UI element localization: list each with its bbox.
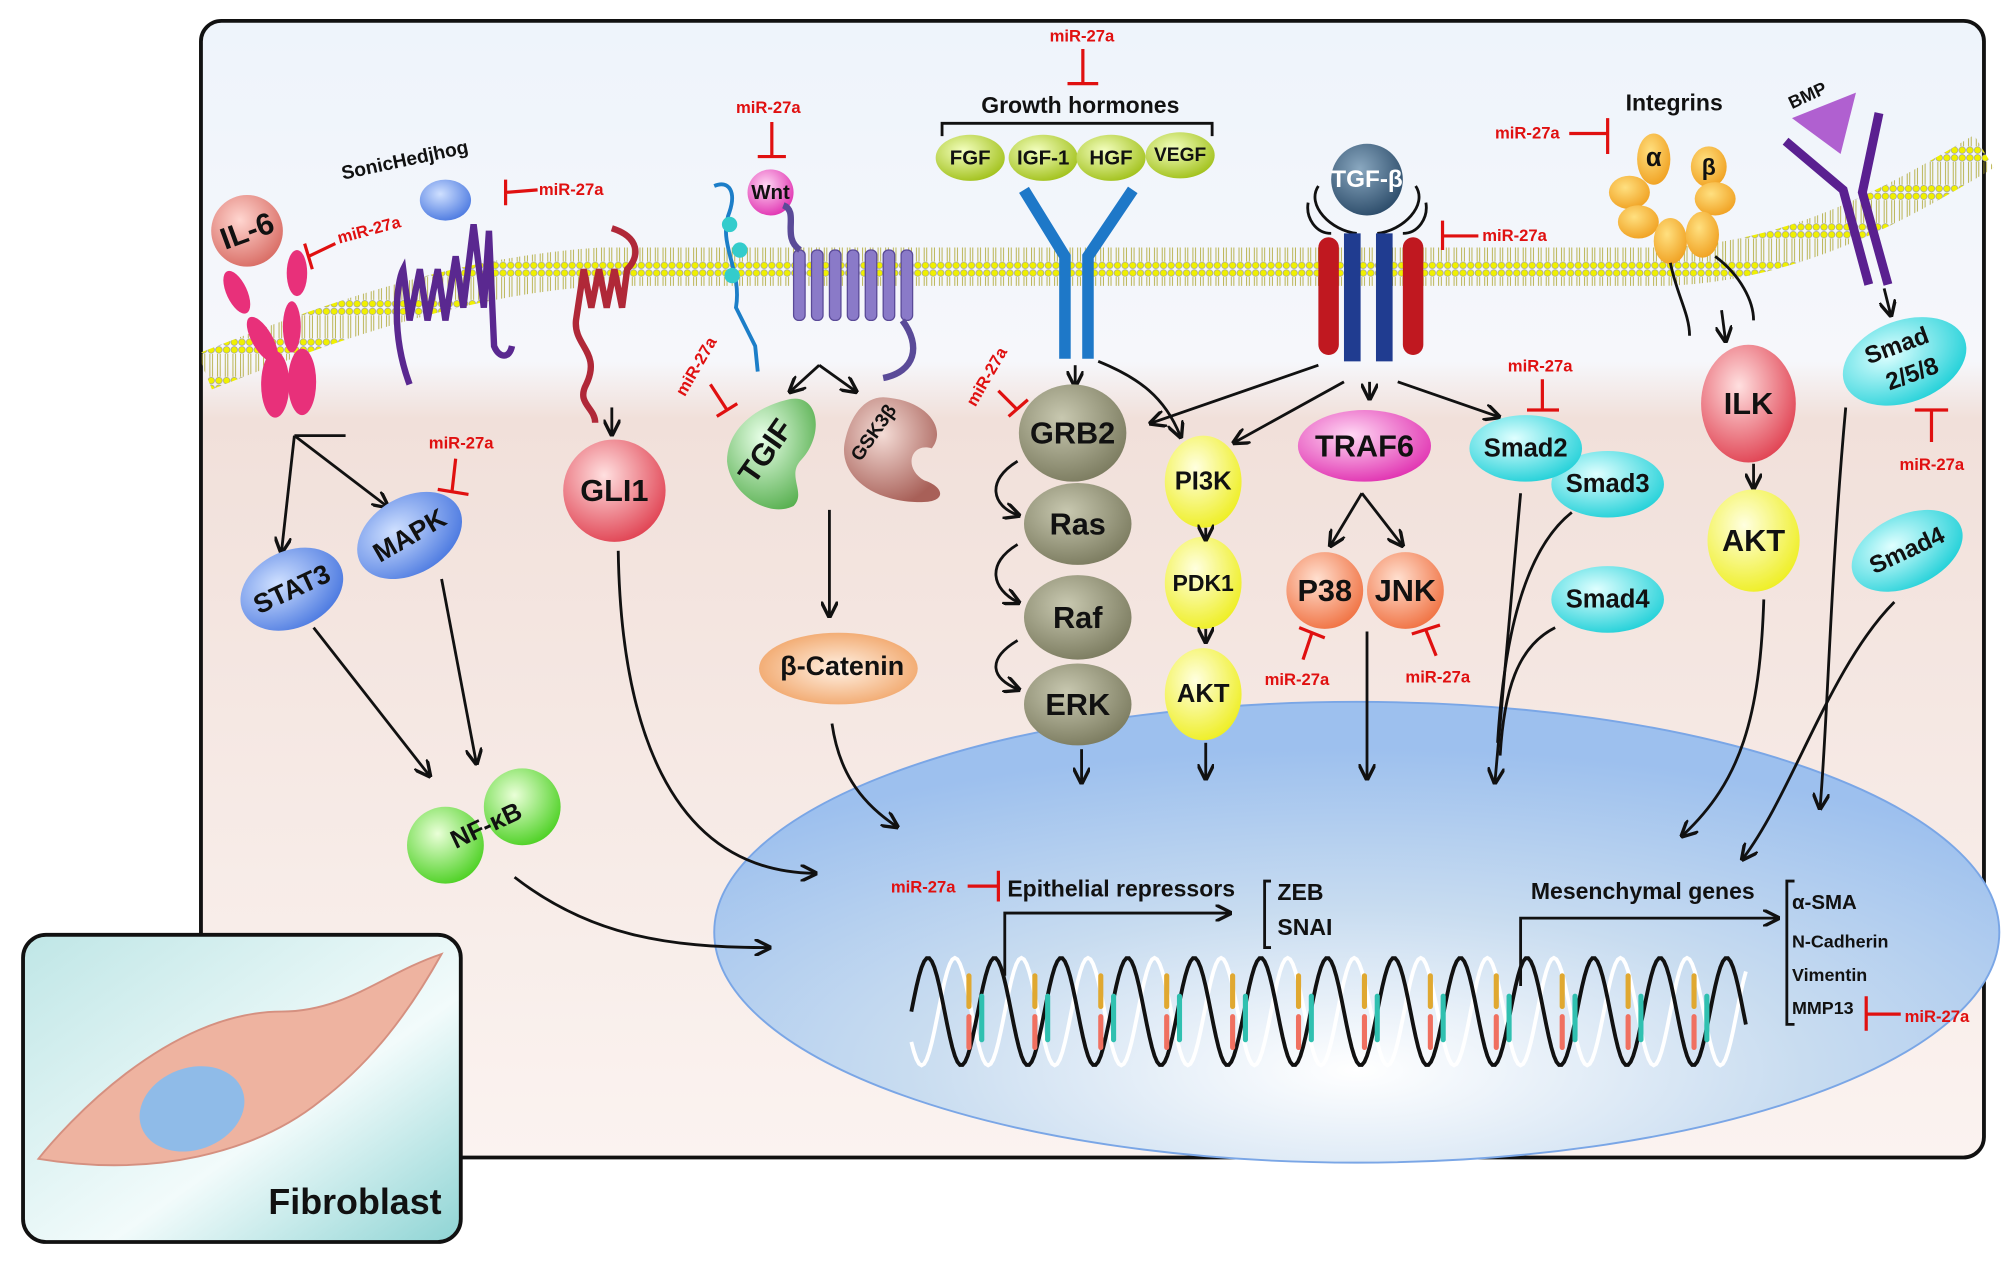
smad4b-node — [1851, 509, 1963, 592]
growth-factor-ligands — [935, 132, 1215, 181]
wnt-ligand — [747, 169, 794, 216]
ilk-label: ILK — [1724, 386, 1773, 421]
mir27a-label: miR-27a — [1899, 455, 1964, 474]
tgif-node — [727, 398, 816, 510]
tgfb-ligand — [1331, 143, 1403, 216]
beta-catenin-node — [759, 632, 918, 705]
mir27a-label: miR-27a — [1905, 1007, 1970, 1026]
gli1-label: GLI1 — [580, 473, 648, 508]
akt-label: AKT — [1177, 680, 1230, 708]
smad258-node — [1842, 317, 1967, 406]
tgfb-receptor — [1318, 233, 1424, 362]
pdk1-node — [1164, 536, 1242, 629]
mesenchymal-genes-label: Mesenchymal genes — [1531, 878, 1755, 904]
alpha-subunit-label: α — [1646, 144, 1662, 172]
zeb-gene-label: ZEB — [1277, 879, 1323, 905]
ilk-node — [1701, 344, 1796, 463]
pi3k-node — [1164, 435, 1242, 528]
ras-node — [1023, 482, 1132, 565]
akt2-label: AKT — [1722, 523, 1785, 558]
akt2-node — [1707, 489, 1800, 592]
smad2-label: Smad2 — [1484, 434, 1568, 462]
beta-catenin-label: β-Catenin — [780, 651, 904, 681]
smoothened-receptor — [572, 225, 639, 424]
tgfb-label: TGF-β — [1331, 166, 1403, 193]
growth-hormones-label: Growth hormones — [981, 92, 1179, 118]
il6-receptor — [223, 250, 317, 418]
nfkb-node-left — [407, 806, 484, 884]
n-cadherin-label: N-Cadherin — [1792, 932, 1889, 952]
gsk3b-node — [843, 397, 941, 503]
raf-node — [1023, 575, 1132, 660]
mir27a-label: miR-27a — [1508, 357, 1573, 376]
hgf-label: HGF — [1089, 146, 1132, 169]
traf6-label: TRAF6 — [1315, 428, 1414, 463]
mir27a-label: miR-27a — [1405, 668, 1470, 687]
erk-node — [1023, 663, 1132, 746]
fgf-label: FGF — [950, 146, 991, 169]
integrin-receptor — [1608, 133, 1736, 265]
wnt-label: Wnt — [751, 181, 790, 204]
beta-subunit-label: β — [1702, 154, 1716, 180]
stat3-node — [240, 547, 344, 631]
dna-helix — [909, 955, 1748, 1068]
mir27a-label: miR-27a — [736, 98, 801, 117]
mmp13-label: MMP13 — [1792, 998, 1854, 1018]
alpha-sma-label: α-SMA — [1792, 891, 1857, 914]
cell-membrane — [197, 134, 1994, 390]
bmp-receptor — [1782, 112, 1893, 286]
bmp-ligand — [1791, 92, 1856, 155]
frizzled-receptor — [792, 249, 914, 322]
smad2-node — [1469, 415, 1583, 482]
mir27a-label: miR-27a — [1050, 26, 1115, 45]
akt-node — [1164, 648, 1242, 741]
il6-ligand — [211, 194, 283, 267]
raf-label: Raf — [1053, 600, 1103, 635]
smad4-node — [1551, 566, 1664, 633]
jnk-label: JNK — [1375, 573, 1436, 608]
mapk-node — [357, 491, 463, 580]
dna-strand — [909, 956, 1748, 1067]
nfkb-node-right — [483, 768, 561, 846]
igf1-label: IGF-1 — [1017, 146, 1069, 169]
patched-receptor — [393, 224, 516, 386]
fibroblast-label: Fibroblast — [268, 1182, 441, 1222]
p38-label: P38 — [1297, 573, 1352, 608]
smad3-node — [1551, 450, 1664, 518]
ras-label: Ras — [1050, 506, 1106, 541]
traf6-node — [1297, 410, 1432, 482]
smad4-label: Smad4 — [1566, 585, 1651, 613]
shh-ligand — [419, 179, 472, 221]
mir27a-label: miR-27a — [539, 180, 604, 199]
integrins-label: Integrins — [1626, 89, 1723, 115]
mir27a-label: miR-27a — [891, 878, 956, 897]
mir27a-label: miR-27a — [1495, 124, 1560, 143]
pi3k-label: PI3K — [1175, 468, 1232, 496]
mir27a-label: miR-27a — [429, 433, 494, 452]
grb2-label: GRB2 — [1030, 416, 1115, 451]
fibroblast-inset: Fibroblast — [21, 932, 463, 1244]
mir27a-label: miR-27a — [1482, 226, 1547, 245]
p38-node — [1286, 552, 1364, 629]
epithelial-repressors-label: Epithelial repressors — [1007, 875, 1235, 901]
mir27a-label: miR-27a — [1265, 670, 1330, 689]
rtk-receptor — [1019, 186, 1138, 359]
grb2-node — [1018, 384, 1127, 482]
smad3-label: Smad3 — [1566, 470, 1650, 498]
erk-label: ERK — [1045, 687, 1110, 722]
snai-gene-label: SNAI — [1277, 914, 1332, 940]
vegf-label: VEGF — [1154, 145, 1207, 166]
jnk-node — [1367, 552, 1444, 629]
pdk1-label: PDK1 — [1172, 570, 1234, 596]
gli1-node — [563, 439, 666, 542]
vimentin-label: Vimentin — [1792, 965, 1867, 985]
